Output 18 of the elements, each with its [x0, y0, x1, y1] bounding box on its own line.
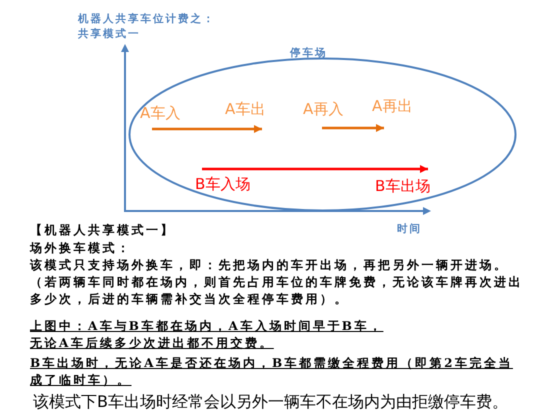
event-label: B车入场 — [195, 169, 250, 193]
event-label: B车出场 — [375, 169, 430, 195]
arrow — [202, 165, 428, 173]
underlined-note: 上图中：A车与B车都在场内，A车入场时间早于B车，无论A车后续多少次进出都不用交费。 — [30, 318, 384, 352]
event-label: A车入 — [140, 105, 180, 129]
event-label: A车出 — [225, 101, 266, 129]
paragraph: （若两辆车同时都在场内，则首先占用车位的车牌免费，无论该车牌再次进出多少次，后进的车辆需补交当次全程停车费用）。 — [30, 274, 524, 308]
underlined-note: B车出场时，无论A车是否还在场内，B车都需缴全程费用（即第2车完全当成了临时车）。 — [30, 355, 514, 389]
footer-note: 该模式下B车出场时经常会以另外一辆车不在场内为由拒缴停车费。 — [33, 392, 508, 411]
arrow — [322, 124, 384, 132]
area-label: 停车场 — [290, 46, 328, 61]
event-label: A再出 — [372, 98, 412, 128]
axis-label: 时间 — [397, 222, 422, 237]
axis-title: 机器人共享车位计费之：共享模式一 — [78, 12, 216, 42]
subheading: 场外换车模式： — [30, 240, 132, 257]
event-label: A再入 — [303, 101, 344, 128]
section-heading: 【机器人共享模式一】 — [30, 222, 175, 239]
paragraph: 该模式只支持场外换车，即：先把场内的车开出场，再把另外一辆开进场。 — [30, 257, 510, 274]
